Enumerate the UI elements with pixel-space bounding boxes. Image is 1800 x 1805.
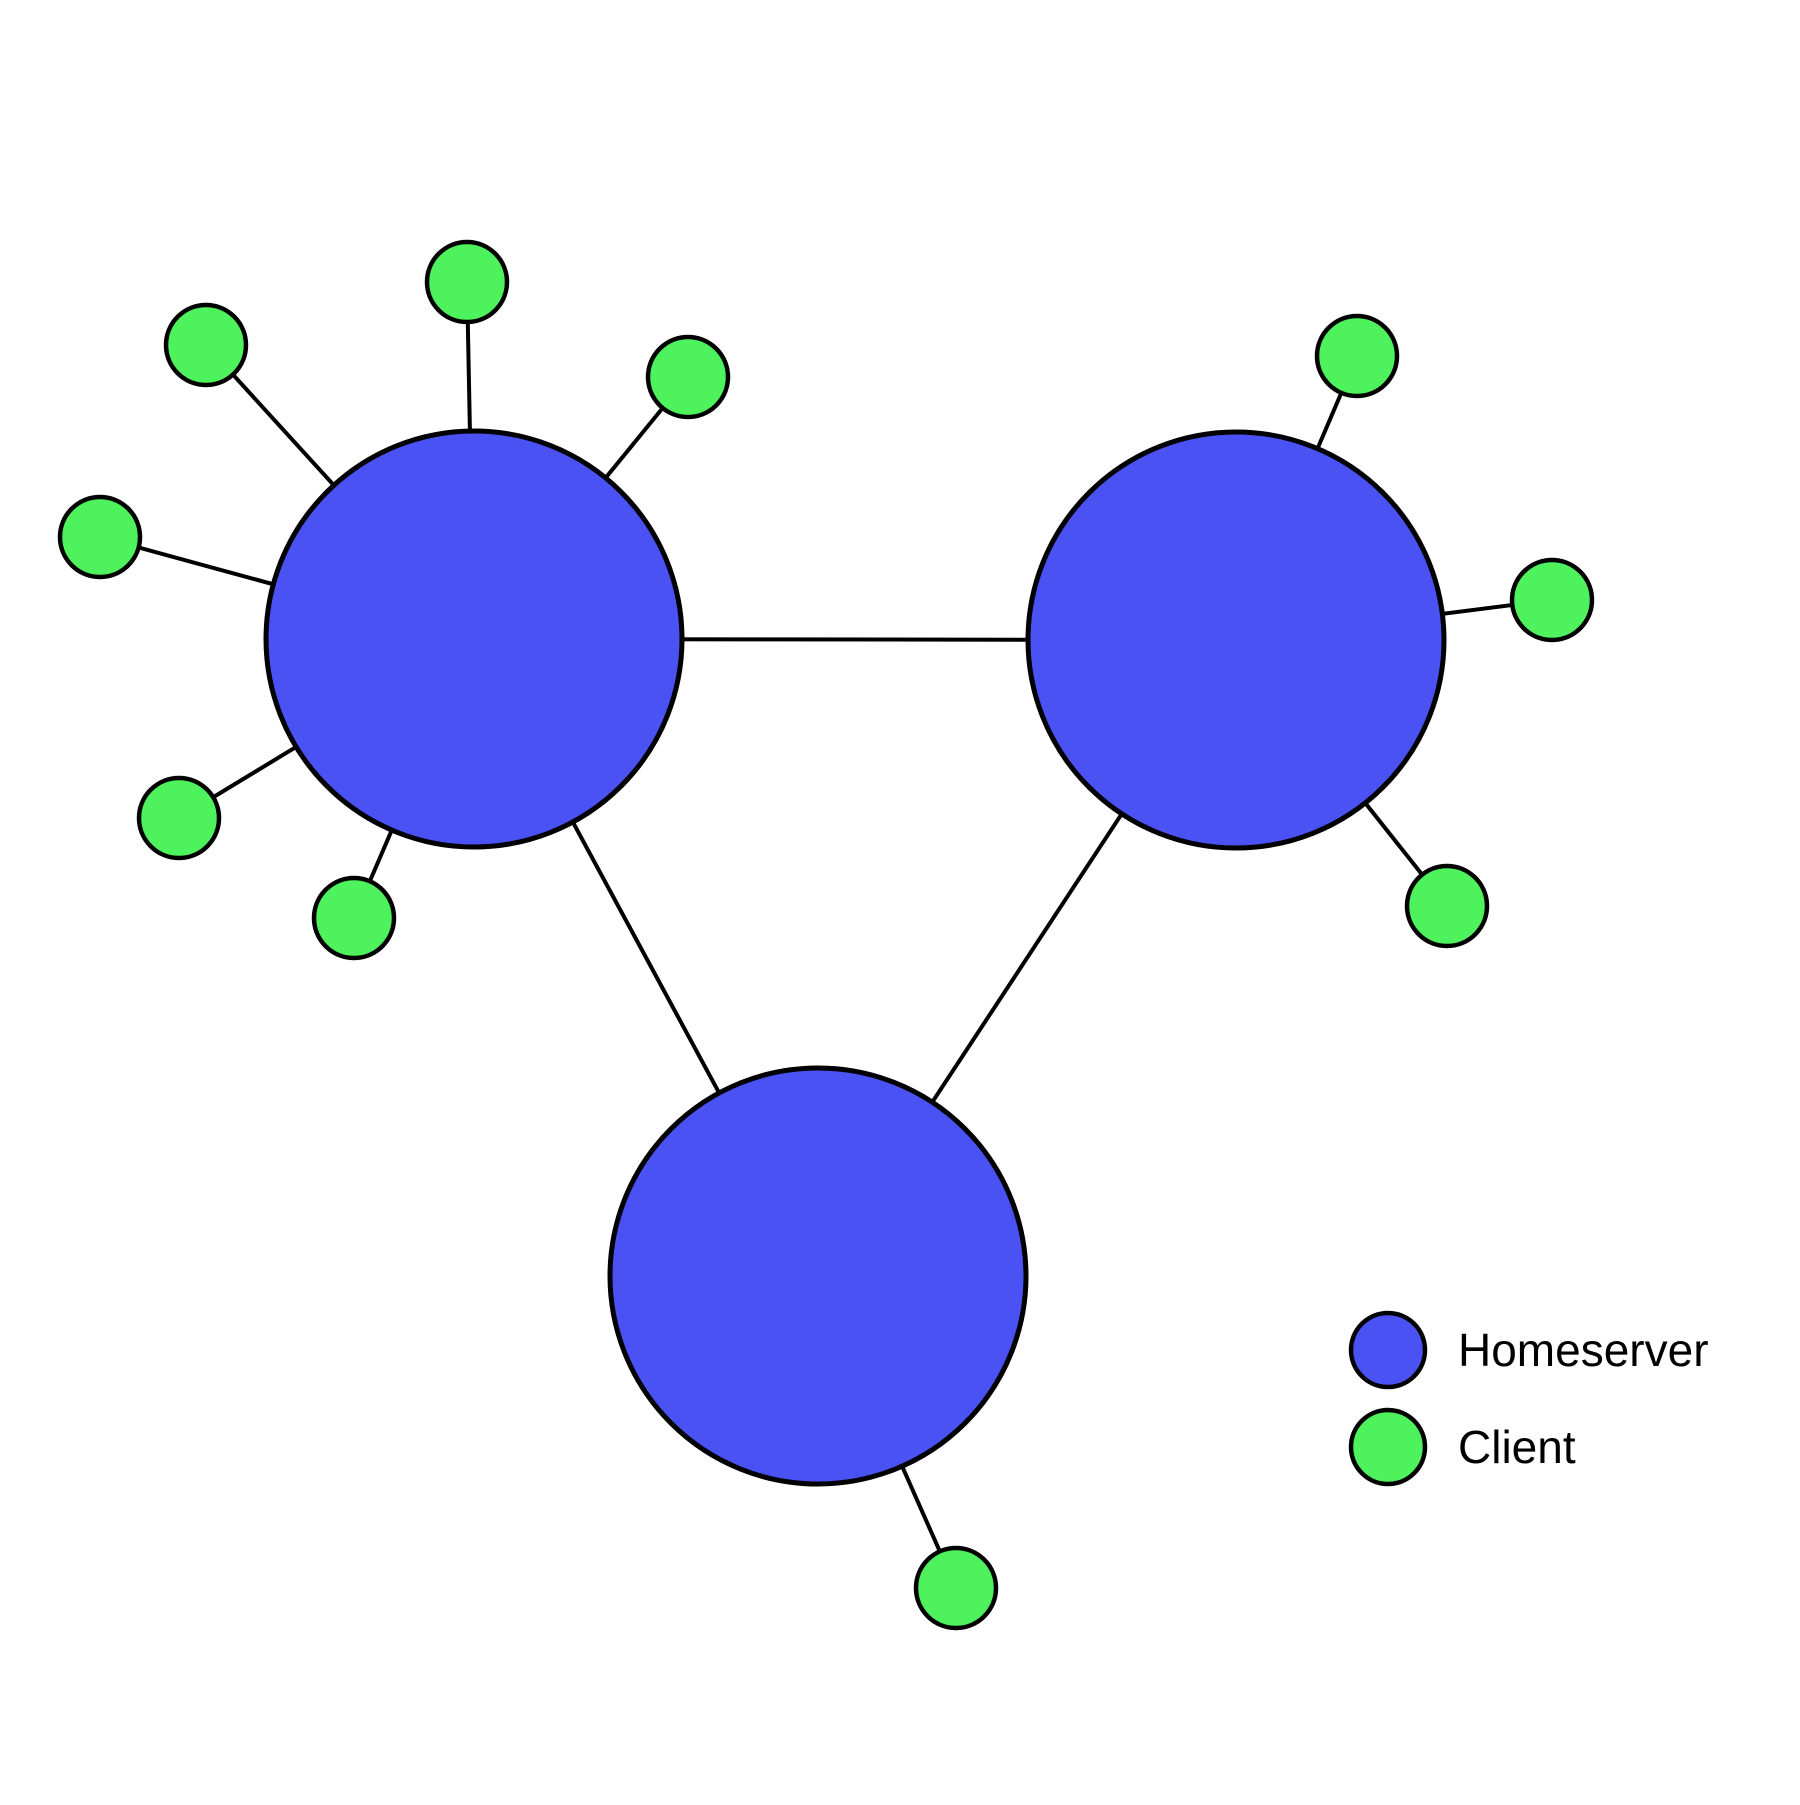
- client-node-left-2: [424, 239, 510, 325]
- client-node-left-5: [136, 775, 222, 861]
- legend-swatches: [1348, 1310, 1428, 1487]
- legend: Homeserver Client: [1348, 1310, 1709, 1487]
- client-node-right-3: [1404, 863, 1490, 949]
- legend-swatch-client: [1348, 1407, 1428, 1487]
- legend-label-client: Client: [1458, 1421, 1576, 1473]
- client-node-left-1: [163, 302, 249, 388]
- client-node-left-6: [311, 875, 397, 961]
- client-node-right-1: [1314, 313, 1400, 399]
- client-node-left-4: [57, 494, 143, 580]
- client-node-left-3: [645, 334, 731, 420]
- nodes-layer: [57, 239, 1595, 1631]
- homeserver-node-left: [263, 428, 685, 850]
- legend-swatch-homeserver: [1348, 1310, 1428, 1390]
- client-node-right-2: [1509, 557, 1595, 643]
- homeserver-node-bottom: [607, 1065, 1029, 1487]
- homeserver-node-right: [1025, 429, 1447, 851]
- legend-label-homeserver: Homeserver: [1458, 1324, 1709, 1376]
- client-node-bottom-1: [913, 1545, 999, 1631]
